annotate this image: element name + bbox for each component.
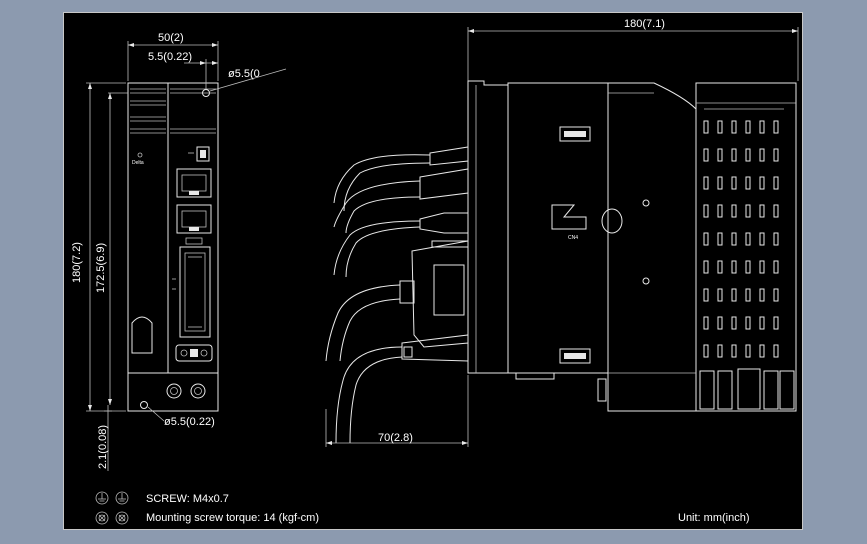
dim-cable-depth: 70(2.8) — [378, 432, 413, 444]
dim-front-offset: 5.5(0.22) — [148, 51, 192, 63]
side-rear-plate — [467, 80, 509, 374]
usb-port — [196, 146, 210, 162]
front-dimensions: 50(2) 5.5(0.22) ø5.5(0 180(7.2) 172.5(6.… — [71, 32, 287, 471]
logo-label: Delta — [132, 160, 144, 166]
side-label-bottom — [559, 348, 591, 364]
front-body-outline — [127, 82, 219, 412]
io-connector — [179, 246, 211, 338]
side-label-top — [559, 126, 591, 142]
front-side-cover — [131, 316, 153, 354]
cable-connectors — [399, 146, 469, 362]
ground-symbol-icon — [95, 491, 129, 505]
heatsink-feet — [699, 368, 795, 410]
note-screw: SCREW: M4x0.7 — [146, 493, 229, 505]
dim-height-total: 180(7.2) — [71, 242, 83, 283]
side-bottom-tab — [597, 378, 607, 402]
side-body-left — [507, 82, 609, 374]
side-bottom-clip — [515, 372, 555, 380]
notes-area: SCREW: M4x0.7 Mounting screw torque: 14 … — [95, 491, 750, 525]
top-mounting-hole — [202, 89, 210, 97]
rj45-port-upper — [176, 168, 212, 198]
bottom-port — [175, 344, 213, 362]
side-screw-lower — [642, 277, 650, 285]
screw-terminal-icon — [95, 511, 129, 525]
dim-hole-top: ø5.5(0 — [228, 68, 260, 80]
side-view: 180(7.1) CN4 — [325, 18, 799, 447]
note-unit: Unit: mm(inch) — [678, 512, 750, 524]
front-view: Delta — [127, 82, 219, 412]
ground-terminal-right — [190, 383, 206, 399]
cables — [325, 154, 431, 444]
side-heatsink — [695, 82, 797, 412]
cn4-connector — [551, 204, 587, 230]
cn4-label: CN4 — [568, 235, 578, 241]
ground-terminal-left — [166, 383, 182, 399]
dim-hole-bottom: ø5.5(0.22) — [164, 416, 215, 428]
side-knob — [601, 208, 623, 234]
dim-side-depth: 180(7.1) — [624, 18, 665, 30]
note-torque: Mounting screw torque: 14 (kgf-cm) — [146, 512, 319, 524]
heatsink-slots — [703, 120, 779, 358]
front-top-vents — [130, 88, 216, 134]
dim-height-inner: 172.5(6.9) — [95, 243, 107, 293]
dim-bottom-offset: 2.1(0.08) — [97, 425, 109, 469]
technical-drawing: Delta — [71, 18, 799, 525]
dim-front-width: 50(2) — [158, 32, 184, 44]
bottom-mounting-hole — [140, 401, 148, 409]
rj45-port-lower — [176, 204, 212, 234]
side-screw-upper — [642, 199, 650, 207]
drawing-frame: Delta — [63, 12, 803, 530]
side-body-mid — [607, 82, 697, 412]
